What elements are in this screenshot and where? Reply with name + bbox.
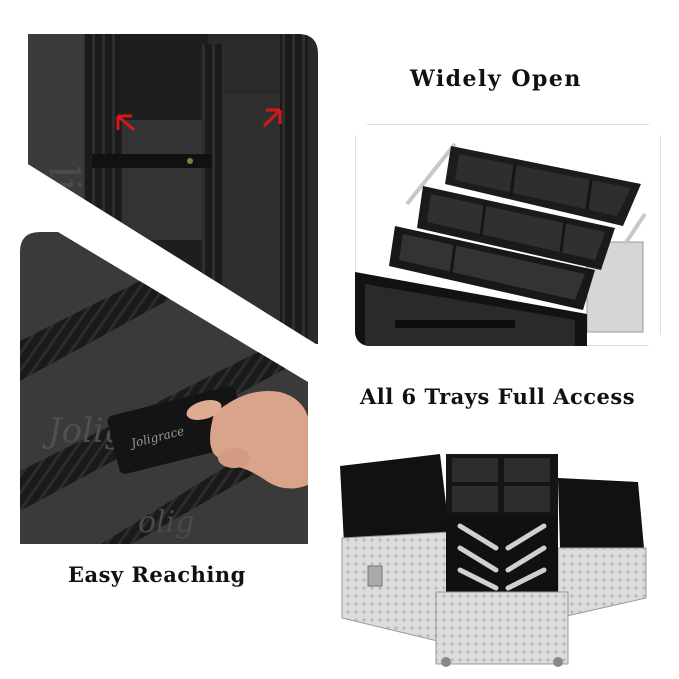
photo-easy-reaching: Jolig olig Joligrace — [18, 232, 310, 546]
svg-text:olig: olig — [138, 505, 194, 540]
caption-all-trays: All 6 Trays Full Access — [360, 384, 636, 409]
caption-easy-reaching: Easy Reaching — [68, 562, 246, 587]
photo-tray-compartments: lig — [22, 34, 322, 346]
lock-icon — [367, 565, 383, 587]
red-arrow-left-icon — [116, 114, 135, 132]
photo-trays-widely-open — [355, 124, 661, 346]
photo-case-opened — [328, 448, 666, 670]
caption-widely-open: Widely Open — [410, 66, 582, 92]
red-arrow-right-icon — [262, 108, 282, 128]
